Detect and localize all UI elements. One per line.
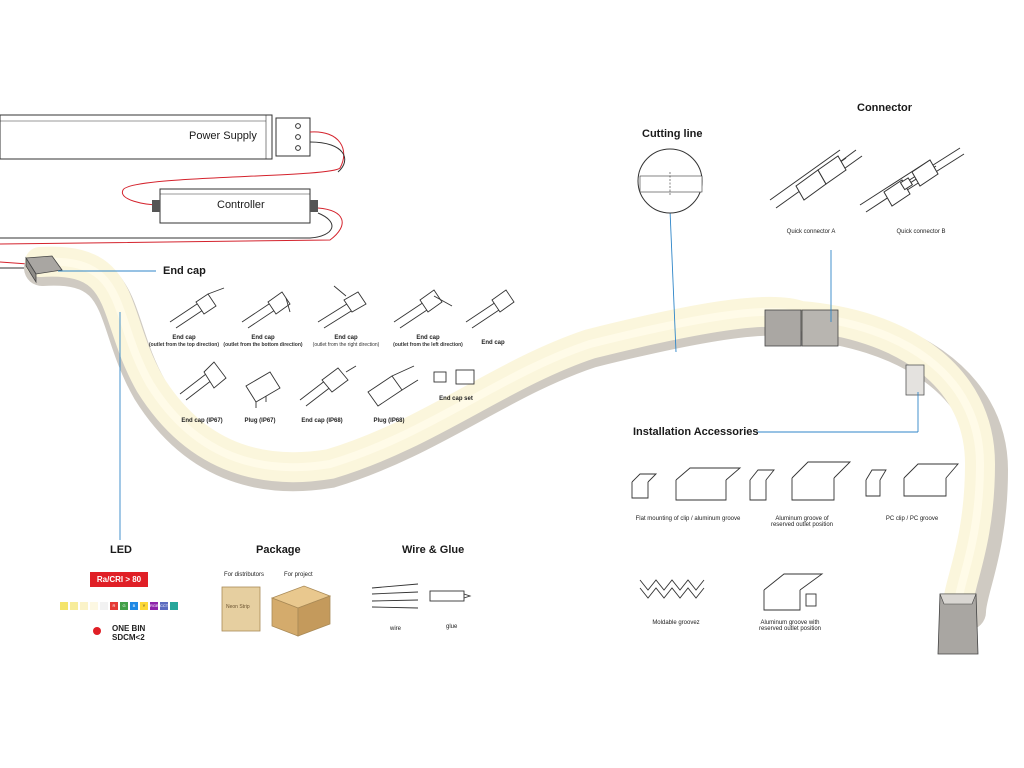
install-label-1: Flat mounting of clip / aluminum groove (635, 516, 741, 522)
power-supply-label: Power Supply (189, 130, 257, 142)
neon-strip (24, 246, 1009, 655)
end-cap-label-ip67: End cap (IP67) (181, 418, 223, 424)
package-title: Package (256, 544, 301, 556)
end-cap-drawings (169, 285, 515, 408)
controller-label: Controller (217, 199, 265, 211)
led-color-chips (60, 602, 178, 635)
chip-cct: CCT (160, 603, 169, 608)
wire-label: wire (390, 626, 402, 632)
package-box-label: Neon Strip (226, 604, 250, 610)
chip-y: Y (142, 603, 146, 608)
install-label-5: Aluminum groove with reserved outlet pos… (758, 620, 822, 632)
end-cap-note-4: (outlet from the left direction) (393, 342, 463, 348)
end-cap-label-1: End cap (172, 335, 196, 341)
chip-r: R (112, 603, 116, 608)
install-label-2: Aluminum groove of reserved outlet posit… (770, 516, 834, 528)
cutting-line-magnifier (637, 148, 703, 214)
install-label-4: Moldable groovez (652, 620, 700, 626)
end-cap-label-2: End cap (251, 335, 275, 341)
onebin-badge: ONE BIN SDCM<2 (112, 624, 145, 642)
cutting-line-title: Cutting line (642, 128, 703, 140)
end-cap-label-3: End cap (334, 335, 358, 341)
end-cap-label-4: End cap (416, 335, 440, 341)
install-label-3: PC clip / PC groove (885, 516, 939, 522)
end-cap-note-2: (outlet from the bottom direction) (223, 342, 303, 348)
led-title: LED (110, 544, 132, 556)
glue-label: glue (446, 624, 458, 630)
quick-connector-a-drawing (769, 149, 863, 209)
connector-label-b: Quick connector B (896, 229, 946, 235)
onebin-line-1: ONE BIN (112, 624, 146, 633)
end-cap-label-5: End cap (481, 340, 505, 346)
onebin-line-2: SDCM<2 (112, 633, 145, 642)
power-supply-unit (0, 114, 311, 160)
power-cables (0, 131, 346, 269)
plug-label-ip68: Plug (IP68) (373, 418, 405, 424)
connector-label-a: Quick connector A (786, 229, 836, 235)
chip-rgb: RGB (150, 603, 159, 608)
cri-badge: Ra/CRI > 80 (90, 572, 148, 587)
end-cap-title: End cap (163, 265, 206, 277)
quick-connector-b-drawing (859, 147, 965, 213)
end-cap-note-1: (outlet from the top direction) (149, 342, 219, 348)
controller-unit (152, 188, 318, 224)
plug-label-ip67: Plug (IP67) (244, 418, 276, 424)
end-cap-label-ip68: End cap (IP68) (301, 418, 343, 424)
connector-title: Connector (857, 102, 912, 114)
wire-glue-drawings (371, 583, 472, 609)
end-cap-set-label: End cap set (439, 396, 473, 402)
installation-drawings (631, 461, 959, 611)
chip-g: G (122, 603, 126, 608)
for-project-label: For project (284, 572, 313, 578)
wire-glue-title: Wire & Glue (402, 544, 465, 556)
installation-title: Installation Accessories (633, 426, 759, 438)
leader-lines (58, 209, 919, 540)
chip-b: B (132, 603, 136, 608)
package-drawings (221, 585, 332, 637)
end-cap-note-3: (outlet from the right direction) (312, 342, 380, 348)
for-distributors-label: For distributors (224, 572, 265, 578)
